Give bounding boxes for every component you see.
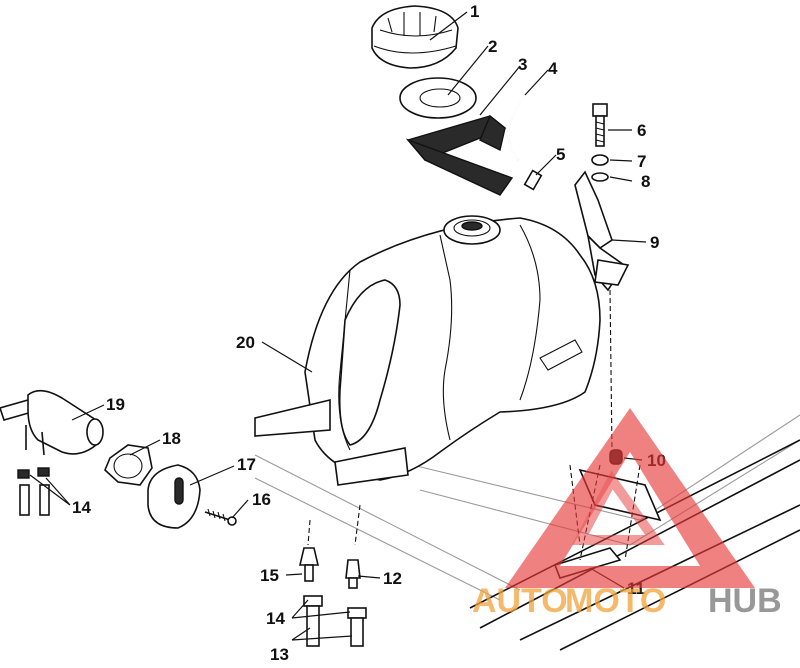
callout-13: 13 [270,645,289,663]
callout-4: 4 [548,59,558,78]
watermark-moto: MOTO [565,582,666,620]
drain-fitting-left [298,547,320,582]
callout-5: 5 [556,145,565,164]
callout-8: 8 [641,172,650,191]
callout-18: 18 [162,429,181,448]
callout-20: 20 [236,333,255,352]
foam-pad [405,114,514,196]
watermark-logo [505,408,755,588]
callout-17: 17 [237,455,256,474]
vent-fitting [523,169,543,191]
vent-hose [507,89,529,161]
watermark-hub: HUB [708,582,782,620]
flat-washer [591,172,609,182]
callout-14-bottom: 14 [266,609,285,628]
callout-6: 6 [637,121,646,140]
valve-gasket [104,444,153,486]
callout-9: 9 [650,233,659,252]
mounting-bolt [592,103,608,147]
callout-12: 12 [383,569,402,588]
leader-lines [29,11,647,641]
callout-19: 19 [106,395,125,414]
watermark-triangle [505,408,755,588]
watermark-inner-triangle [571,470,665,545]
callout-7: 7 [637,152,646,171]
screw [204,508,237,526]
callout-14-left: 14 [72,498,91,517]
fuel-line-tubes-left [17,467,50,516]
cap-gasket [399,77,477,119]
gas-cap [371,5,459,69]
drain-fitting-right [345,559,361,589]
callout-15: 15 [260,566,279,585]
callout-1: 1 [470,2,479,21]
valve-plate [147,464,201,529]
callout-16: 16 [252,490,271,509]
lock-washer [591,154,609,166]
watermark-text: AUTO MOTO HUB [472,582,782,620]
callout-2: 2 [488,37,497,56]
fuel-valve [0,389,104,456]
callout-3: 3 [518,55,527,74]
watermark-auto: AUTO [472,582,568,620]
fuel-tank [254,215,630,486]
